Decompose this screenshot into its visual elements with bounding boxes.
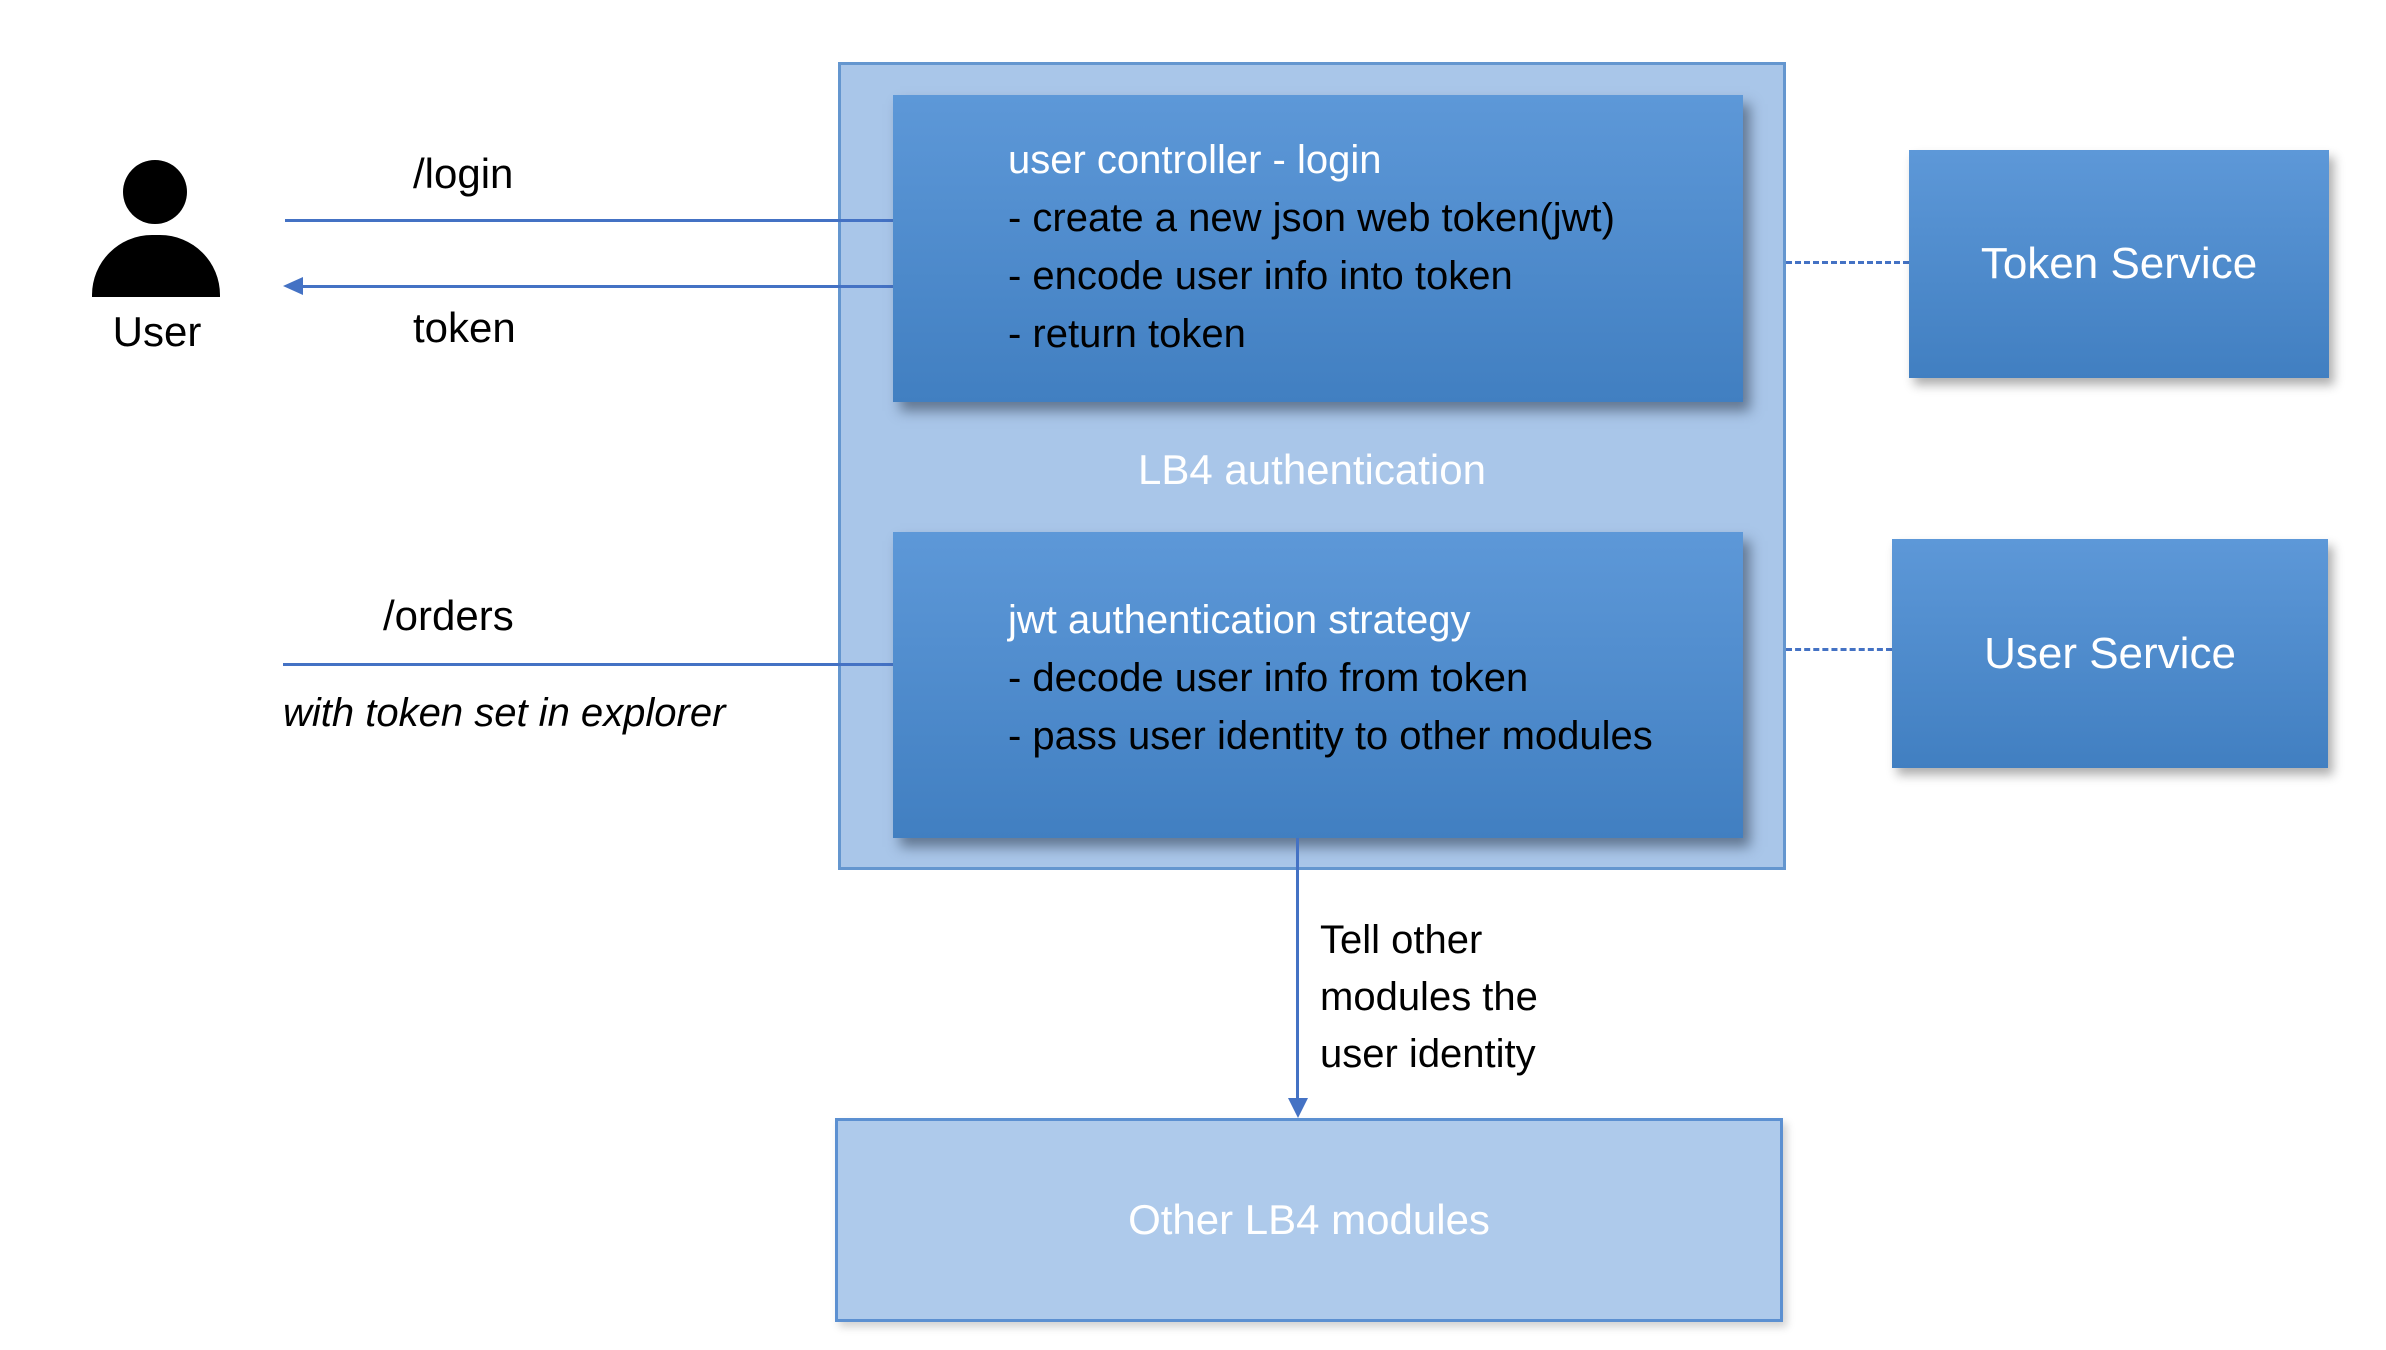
jwt-strategy-item: - decode user info from token	[1008, 656, 1529, 700]
other-lb4-modules-box: Other LB4 modules	[835, 1118, 1783, 1322]
orders-arrow	[283, 663, 958, 666]
identity-arrow	[1296, 838, 1299, 1100]
token-flow-label: token	[413, 304, 516, 351]
user-icon-body	[92, 235, 220, 297]
user-service-connector	[1786, 648, 1892, 651]
user-icon	[92, 160, 222, 300]
user-service-box: User Service	[1892, 539, 2328, 768]
user-controller-box: user controller - login - create a new j…	[893, 95, 1743, 402]
login-arrow	[285, 219, 960, 222]
user-icon-head	[123, 160, 187, 224]
user-controller-title: user controller - login	[1008, 138, 1382, 182]
user-controller-item: - encode user info into token	[1008, 254, 1513, 298]
jwt-strategy-item: - pass user identity to other modules	[1008, 714, 1653, 758]
user-service-label: User Service	[1984, 628, 2236, 678]
token-service-connector	[1786, 261, 1909, 264]
user-controller-item: - create a new json web token(jwt)	[1008, 196, 1615, 240]
other-lb4-modules-label: Other LB4 modules	[1128, 1196, 1490, 1243]
login-flow-label: /login	[413, 150, 514, 197]
lb4-authentication-label: LB4 authentication	[1138, 446, 1486, 493]
token-arrow	[303, 285, 973, 288]
token-service-label: Token Service	[1980, 239, 2258, 288]
identity-arrowhead-icon	[1288, 1098, 1308, 1118]
token-service-box: Token Service	[1909, 150, 2329, 378]
orders-flow-label: /orders	[383, 592, 514, 639]
identity-note: Tell other modules the user identity	[1320, 918, 1538, 1076]
orders-flow-note: with token set in explorer	[283, 691, 726, 735]
jwt-strategy-box: jwt authentication strategy - decode use…	[893, 532, 1743, 838]
user-actor-label: User	[112, 308, 202, 355]
user-controller-item: - return token	[1008, 312, 1246, 356]
jwt-strategy-title: jwt authentication strategy	[1008, 598, 1471, 642]
token-arrowhead-icon	[283, 277, 303, 295]
